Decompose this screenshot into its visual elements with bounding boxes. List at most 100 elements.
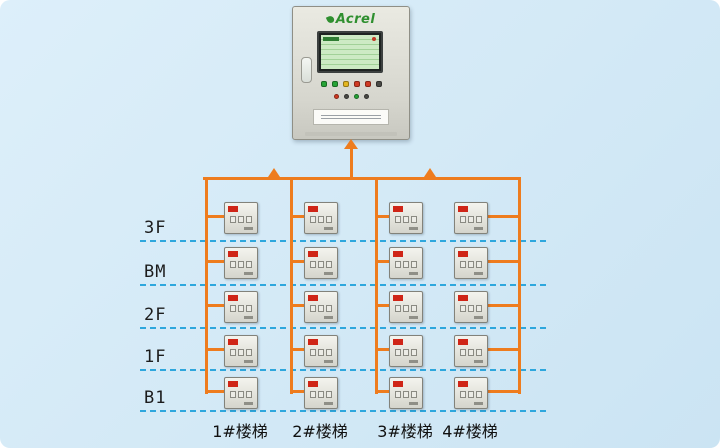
terminal-dot <box>246 349 252 356</box>
terminal-dot <box>318 349 324 356</box>
stair-label: 3#楼梯 <box>377 422 433 441</box>
device-red-badge <box>393 339 403 345</box>
device-terminals <box>455 305 487 312</box>
fire-monitor-device <box>389 377 423 409</box>
indicator-light-green <box>331 81 338 87</box>
terminal-dot <box>326 305 332 312</box>
bus-stub-line <box>486 348 521 351</box>
device-slot <box>409 272 418 275</box>
terminal-dot <box>246 261 252 268</box>
glass-tube <box>301 57 312 83</box>
terminal-dot <box>230 305 236 312</box>
bus-stub-line <box>205 215 225 218</box>
terminal-dot <box>326 261 332 268</box>
terminal-dot <box>476 261 482 268</box>
bus-stub-line <box>205 260 225 263</box>
terminal-dot <box>230 349 236 356</box>
floor-label: 2F <box>144 305 167 325</box>
device-terminals <box>305 305 337 312</box>
device-slot <box>244 227 253 230</box>
device-terminals <box>305 261 337 268</box>
bus-trunk-line <box>205 177 208 394</box>
terminal-dot <box>411 216 417 223</box>
fire-monitor-device <box>389 335 423 367</box>
device-slot <box>474 227 483 230</box>
device-red-badge <box>308 251 318 257</box>
device-terminals <box>455 349 487 356</box>
device-slot <box>244 272 253 275</box>
device-red-badge <box>228 206 238 212</box>
fire-monitor-device <box>224 377 258 409</box>
stair-label: 1#楼梯 <box>212 422 268 441</box>
terminal-dot <box>310 216 316 223</box>
device-red-badge <box>458 251 468 257</box>
bus-trunk-line <box>518 177 521 394</box>
device-slot <box>474 316 483 319</box>
floor-label: BM <box>144 262 167 282</box>
bus-main-line <box>203 177 521 180</box>
floor-divider-line <box>140 240 546 242</box>
terminal-dot <box>318 261 324 268</box>
terminal-dot <box>310 391 316 398</box>
floor-label: 1F <box>144 347 167 367</box>
fire-monitor-device <box>304 377 338 409</box>
bus-stub-line <box>290 260 305 263</box>
lcd-content <box>321 35 379 69</box>
device-terminals <box>390 391 422 398</box>
fire-monitor-device <box>224 335 258 367</box>
device-slot <box>474 360 483 363</box>
device-red-badge <box>228 381 238 387</box>
terminal-dot <box>326 216 332 223</box>
device-terminals <box>305 391 337 398</box>
terminal-dot <box>476 216 482 223</box>
terminal-dot <box>411 391 417 398</box>
nameplate-text-line <box>321 118 381 119</box>
terminal-dot <box>238 391 244 398</box>
device-slot <box>324 316 333 319</box>
bus-stub-line <box>375 390 390 393</box>
terminal-dot <box>326 391 332 398</box>
terminal-dot <box>411 261 417 268</box>
indicator-light-dark <box>375 81 382 87</box>
fire-monitor-device <box>389 202 423 234</box>
button-green <box>353 94 359 99</box>
terminal-dot <box>318 216 324 223</box>
terminal-dot <box>238 216 244 223</box>
floor-divider-line <box>140 327 546 329</box>
bus-stub-line <box>290 215 305 218</box>
bus-stub-line <box>375 348 390 351</box>
stair-label: 4#楼梯 <box>442 422 498 441</box>
terminal-dot <box>395 216 401 223</box>
terminal-dot <box>460 305 466 312</box>
terminal-dot <box>395 305 401 312</box>
fire-monitor-device <box>454 247 488 279</box>
device-slot <box>409 402 418 405</box>
flow-arrow-up-icon <box>424 168 436 177</box>
device-red-badge <box>393 206 403 212</box>
device-red-badge <box>308 339 318 345</box>
terminal-dot <box>403 216 409 223</box>
device-red-badge <box>458 381 468 387</box>
terminal-dot <box>403 261 409 268</box>
nameplate <box>313 109 389 125</box>
device-slot <box>244 402 253 405</box>
device-terminals <box>455 391 487 398</box>
device-red-badge <box>393 251 403 257</box>
device-slot <box>474 402 483 405</box>
nameplate-text-line <box>321 115 381 116</box>
device-terminals <box>390 349 422 356</box>
bus-stub-line <box>290 390 305 393</box>
device-terminals <box>225 349 257 356</box>
device-red-badge <box>458 295 468 301</box>
bus-stub-line <box>290 348 305 351</box>
terminal-dot <box>460 216 466 223</box>
terminal-dot <box>230 391 236 398</box>
device-terminals <box>455 216 487 223</box>
lcd-screen <box>317 31 383 73</box>
terminal-dot <box>403 391 409 398</box>
terminal-dot <box>403 349 409 356</box>
bus-trunk-line <box>375 177 378 394</box>
terminal-dot <box>318 305 324 312</box>
terminal-dot <box>468 216 474 223</box>
